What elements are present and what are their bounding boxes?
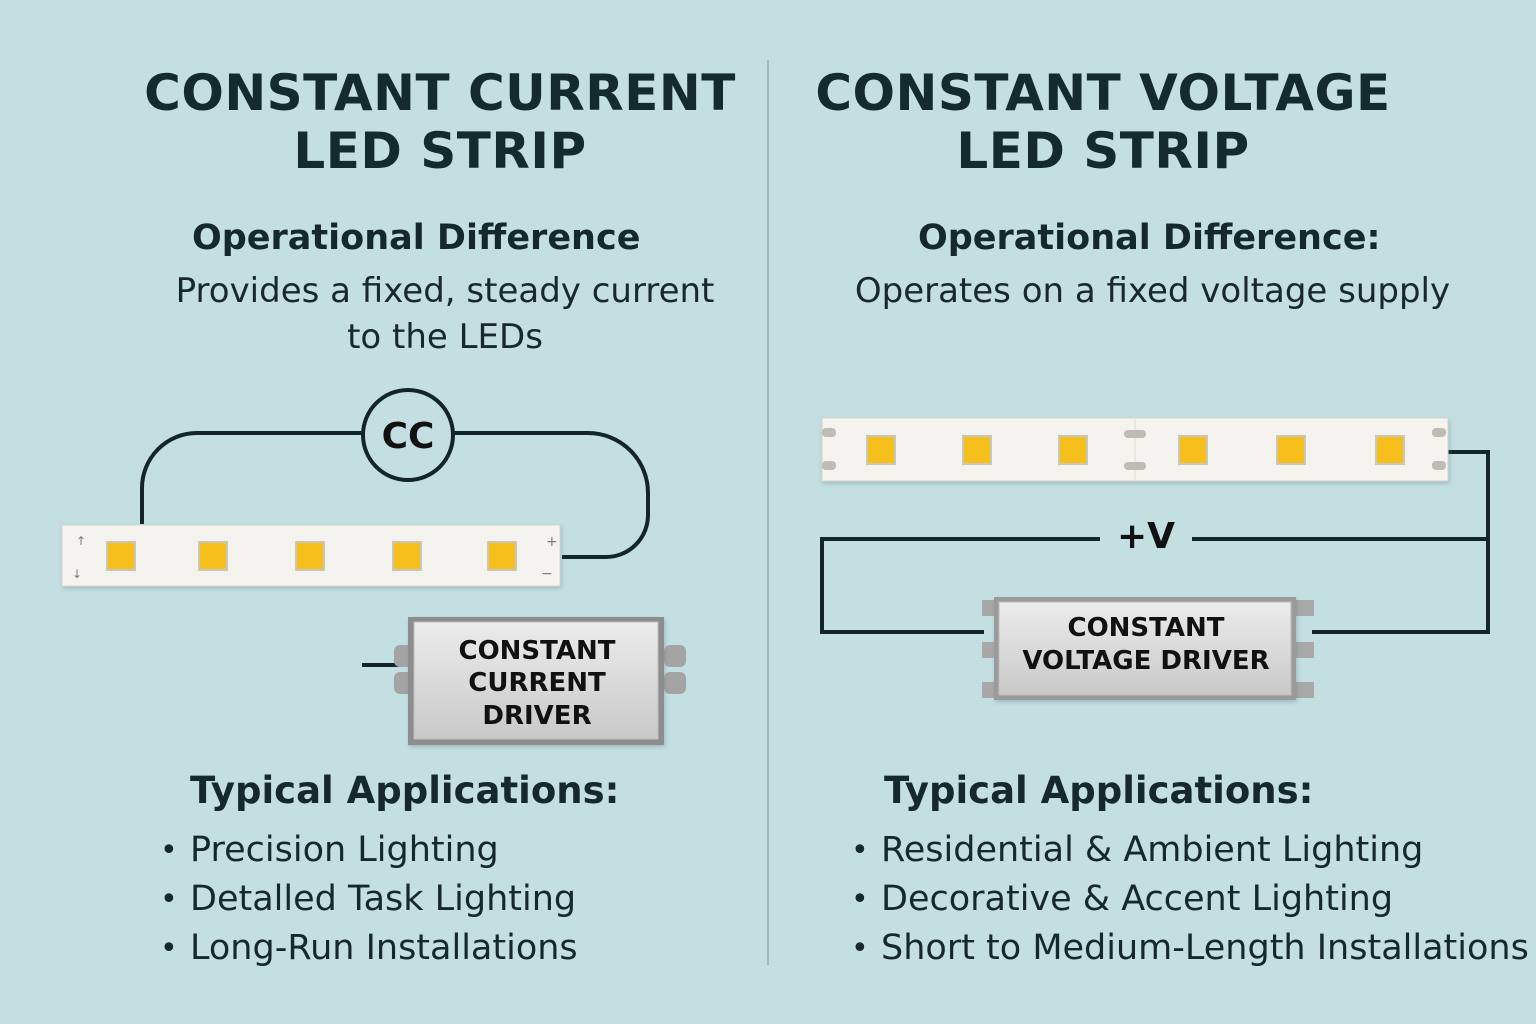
cv-application-item: Residential & Ambient Lighting (851, 826, 1529, 875)
cv-applications-list: Residential & Ambient Lighting Decorativ… (851, 826, 1529, 973)
cc-applications-list: Precision Lighting Detalled Task Lightin… (160, 826, 578, 973)
cv-application-item: Decorative & Accent Lighting (851, 875, 1529, 924)
cc-meter: CC (361, 388, 455, 482)
cut-pad (822, 461, 836, 470)
cv-driver-box: CONSTANT VOLTAGE DRIVER (982, 597, 1314, 700)
cv-driver-line2: VOLTAGE DRIVER (1022, 646, 1269, 676)
cc-application-item: Detalled Task Lighting (160, 875, 578, 924)
cv-operational-heading: Operational Difference: (918, 218, 1381, 258)
led-chip (1276, 435, 1306, 465)
cc-circuit-wire (140, 431, 650, 667)
cc-desc-line2: to the LEDs (347, 317, 543, 357)
cc-driver-line3: DRIVER (482, 701, 591, 731)
cv-driver-line1: CONSTANT (1067, 613, 1224, 643)
led-chip (198, 541, 228, 571)
cc-driver-line2: CURRENT (468, 668, 606, 698)
cc-strip-plus: + (546, 534, 558, 550)
led-chip (1178, 435, 1208, 465)
led-chip (487, 541, 517, 571)
led-chip (1058, 435, 1088, 465)
cc-desc-line1: Provides a fixed, steady current (175, 271, 715, 311)
cv-desc-line1: Operates on a fixed voltage supply (854, 271, 1451, 311)
cv-led-strip (821, 417, 1449, 482)
panel-divider (767, 60, 769, 965)
led-chip (962, 435, 992, 465)
cc-operational-heading: Operational Difference (192, 218, 641, 258)
cv-title-line2: LED STRIP (956, 122, 1250, 180)
cc-title-line1: CONSTANT CURRENT (144, 64, 736, 122)
cc-strip-minus: − (541, 566, 553, 582)
cc-meter-label: CC (382, 416, 435, 457)
cc-applications-heading: Typical Applications: (190, 769, 620, 812)
cut-pad (1432, 461, 1446, 470)
cv-applications-heading: Typical Applications: (884, 769, 1314, 812)
cv-operational-desc: Operates on a fixed voltage supply (820, 268, 1485, 314)
led-chip (866, 435, 896, 465)
cut-pad (1432, 428, 1446, 437)
svg-text:↓: ↓ (72, 567, 82, 581)
cc-application-item: Long-Run Installations (160, 924, 578, 973)
led-chip (1375, 435, 1405, 465)
cc-panel-title: CONSTANT CURRENT LED STRIP (100, 64, 780, 180)
cv-application-item: Short to Medium-Length Installations (851, 924, 1529, 973)
cv-voltage-label: +V (1117, 516, 1175, 557)
cc-led-strip: ↑ ↓ + − (61, 524, 561, 587)
cc-title-line2: LED STRIP (293, 122, 587, 180)
led-chip (392, 541, 422, 571)
cc-application-item: Precision Lighting (160, 826, 578, 875)
cc-driver-box: CONSTANT CURRENT DRIVER (394, 617, 686, 745)
cc-driver-line1: CONSTANT (458, 636, 615, 666)
cv-title-line1: CONSTANT VOLTAGE (815, 64, 1391, 122)
cut-pad (822, 428, 836, 437)
led-chip (106, 541, 136, 571)
svg-text:↑: ↑ (76, 534, 86, 548)
cc-operational-desc: Provides a fixed, steady current to the … (140, 268, 750, 360)
led-chip (295, 541, 325, 571)
cv-circuit-wire (820, 450, 1490, 634)
cv-panel-title: CONSTANT VOLTAGE LED STRIP (778, 64, 1428, 180)
cut-pad (1124, 430, 1146, 438)
cut-pad (1124, 462, 1146, 470)
